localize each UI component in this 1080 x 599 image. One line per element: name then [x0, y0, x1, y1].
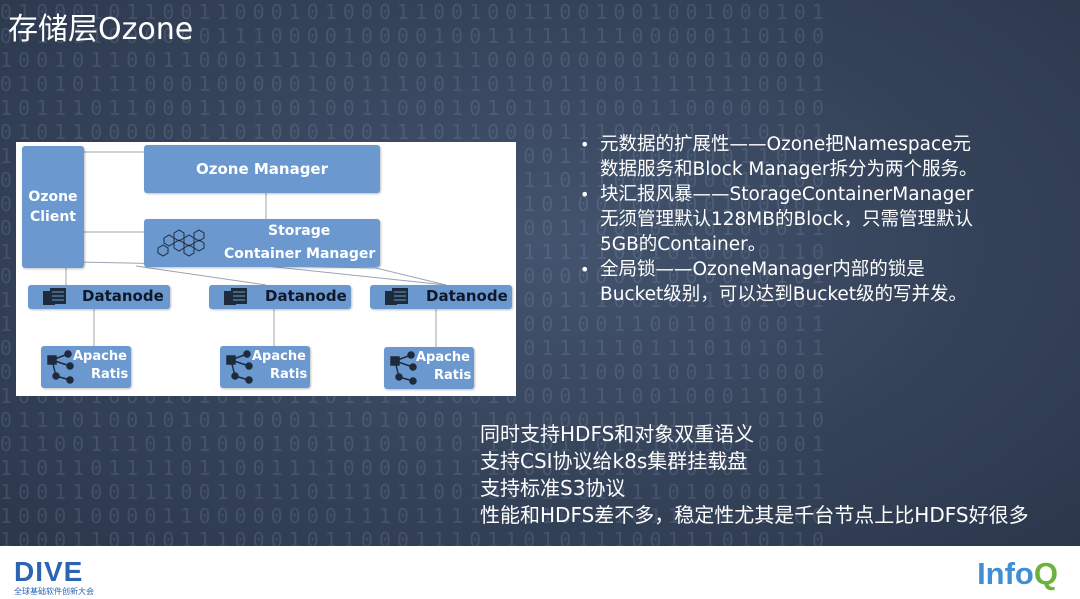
datanode-label-3: Datanode — [426, 287, 508, 305]
bullet-item-global-lock: 全局锁——OzoneManager内部的锁是Bucket级别，可以达到Bucke… — [578, 257, 978, 307]
network-tree-icon — [226, 350, 253, 384]
highlight-line-4: 性能和HDFS差不多，稳定性尤其是千台节点上比HDFS好很多 — [480, 503, 1029, 527]
ratis-label-1b: Ratis — [91, 367, 129, 382]
dive-logo-text: DIVE — [14, 556, 84, 587]
apache-ratis-box-2: Apache Ratis — [220, 346, 310, 388]
server-rack-icon — [385, 288, 408, 305]
infoq-logo: InfoQ — [977, 558, 1058, 590]
dive-logo-subtitle: 全球基础软件创新大会 — [14, 587, 94, 596]
bullet-item-metadata-scaling: 元数据的扩展性——Ozone把Namespace元数据服务和Block Mana… — [578, 132, 978, 182]
datanode-box-1: Datanode — [28, 285, 170, 309]
ozone-manager-box: Ozone Manager — [144, 145, 380, 193]
network-tree-icon — [47, 350, 74, 384]
bullet-item-block-report-storm: 块汇报风暴——StorageContainerManager无须管理默认128M… — [578, 182, 978, 257]
ratis-label-3b: Ratis — [434, 368, 472, 383]
server-rack-icon — [224, 288, 247, 305]
scm-label-line1: Storage — [268, 223, 331, 239]
ratis-label-2b: Ratis — [270, 367, 308, 382]
storage-container-manager-box: Storage Container Manager — [144, 219, 380, 267]
apache-ratis-box-1: Apache Ratis — [41, 346, 131, 388]
highlight-line-2: 支持CSI协议给k8s集群挂载盘 — [480, 449, 748, 473]
infoq-logo-text: Info — [977, 556, 1034, 591]
ratis-label-2a: Apache — [252, 349, 306, 364]
datanode-box-3: Datanode — [370, 285, 512, 309]
ozone-architecture-diagram: Ozone Client Ozone Manager Storage Conta… — [16, 142, 516, 396]
slide-title: 存储层Ozone — [8, 12, 194, 47]
ratis-label-1a: Apache — [73, 349, 127, 364]
server-rack-icon — [43, 288, 66, 305]
footer-bar: DIVE 全球基础软件创新大会 InfoQ — [0, 546, 1080, 599]
apache-ratis-box-3: Apache Ratis — [384, 347, 474, 389]
highlight-line-3: 支持标准S3协议 — [480, 476, 626, 500]
network-tree-icon — [390, 351, 417, 385]
datanode-box-2: Datanode — [209, 285, 351, 309]
datanode-label-1: Datanode — [82, 287, 164, 305]
highlight-line-1: 同时支持HDFS和对象双重语义 — [480, 422, 755, 446]
scm-label-line2: Container Manager — [224, 246, 376, 262]
container-cluster-icon — [157, 229, 205, 257]
highlights-text-block: 同时支持HDFS和对象双重语义 支持CSI协议给k8s集群挂载盘 支持标准S3协… — [480, 421, 1029, 529]
infoq-logo-q: Q — [1033, 556, 1058, 591]
ozone-client-box: Ozone Client — [22, 146, 84, 268]
dive-logo: DIVE 全球基础软件创新大会 — [14, 557, 94, 597]
feature-bullet-list: 元数据的扩展性——Ozone把Namespace元数据服务和Block Mana… — [578, 132, 978, 307]
slide: 0100010110011000101000110010011001001001… — [0, 0, 1080, 546]
datanode-label-2: Datanode — [265, 287, 347, 305]
ratis-label-3a: Apache — [416, 350, 470, 365]
